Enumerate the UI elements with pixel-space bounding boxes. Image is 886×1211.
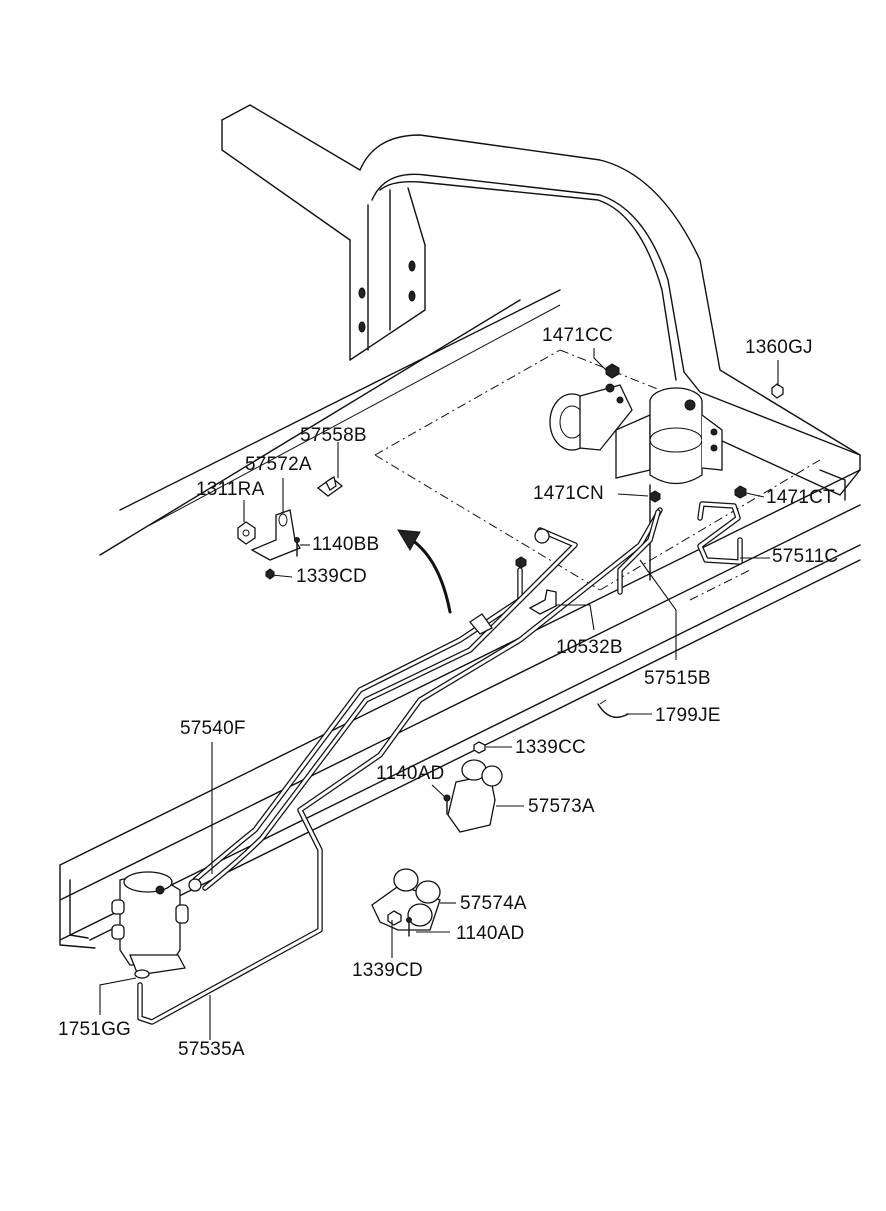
label-1339CD-bot: 1339CD xyxy=(352,960,423,981)
label-57535A: 57535A xyxy=(178,1039,245,1060)
vacuum-pump-assembly xyxy=(549,383,723,581)
label-57558B: 57558B xyxy=(300,425,367,446)
label-1799JE: 1799JE xyxy=(655,705,721,726)
label-57540F: 57540F xyxy=(180,718,246,739)
bracket-57574A xyxy=(371,868,441,937)
label-1471CC: 1471CC xyxy=(542,325,613,346)
label-1360GJ: 1360GJ xyxy=(745,337,813,358)
label-1471CN: 1471CN xyxy=(533,483,604,504)
label-57572A: 57572A xyxy=(245,454,312,475)
label-1140BB: 1140BB xyxy=(312,534,380,555)
label-1140AD-top: 1140AD xyxy=(376,763,445,784)
label-1339CC: 1339CC xyxy=(515,737,586,758)
label-57515B: 57515B xyxy=(644,668,711,689)
bracket-57573A xyxy=(443,759,503,833)
label-1339CD-top: 1339CD xyxy=(296,566,367,587)
leader-lines xyxy=(99,348,779,1040)
label-1471CT: 1471CT xyxy=(766,487,835,508)
direction-arrow xyxy=(397,529,452,614)
brake-pipes xyxy=(137,507,663,1025)
label-10532B: 10532B xyxy=(556,637,623,658)
frame-cross-member xyxy=(221,104,861,501)
label-1751GG: 1751GG xyxy=(58,1019,132,1040)
proportioning-valve xyxy=(111,871,202,979)
label-57574A: 57574A xyxy=(460,893,527,914)
frame-side-rail xyxy=(59,289,861,949)
label-57511C: 57511C xyxy=(772,546,839,567)
hose-57511C xyxy=(697,501,743,565)
label-1140AD-bot: 1140AD xyxy=(456,923,525,944)
label-57573A: 57573A xyxy=(528,796,595,817)
small-hardware xyxy=(237,363,784,754)
reference-lines xyxy=(374,349,821,601)
label-1311RA: 1311RA xyxy=(196,479,265,500)
